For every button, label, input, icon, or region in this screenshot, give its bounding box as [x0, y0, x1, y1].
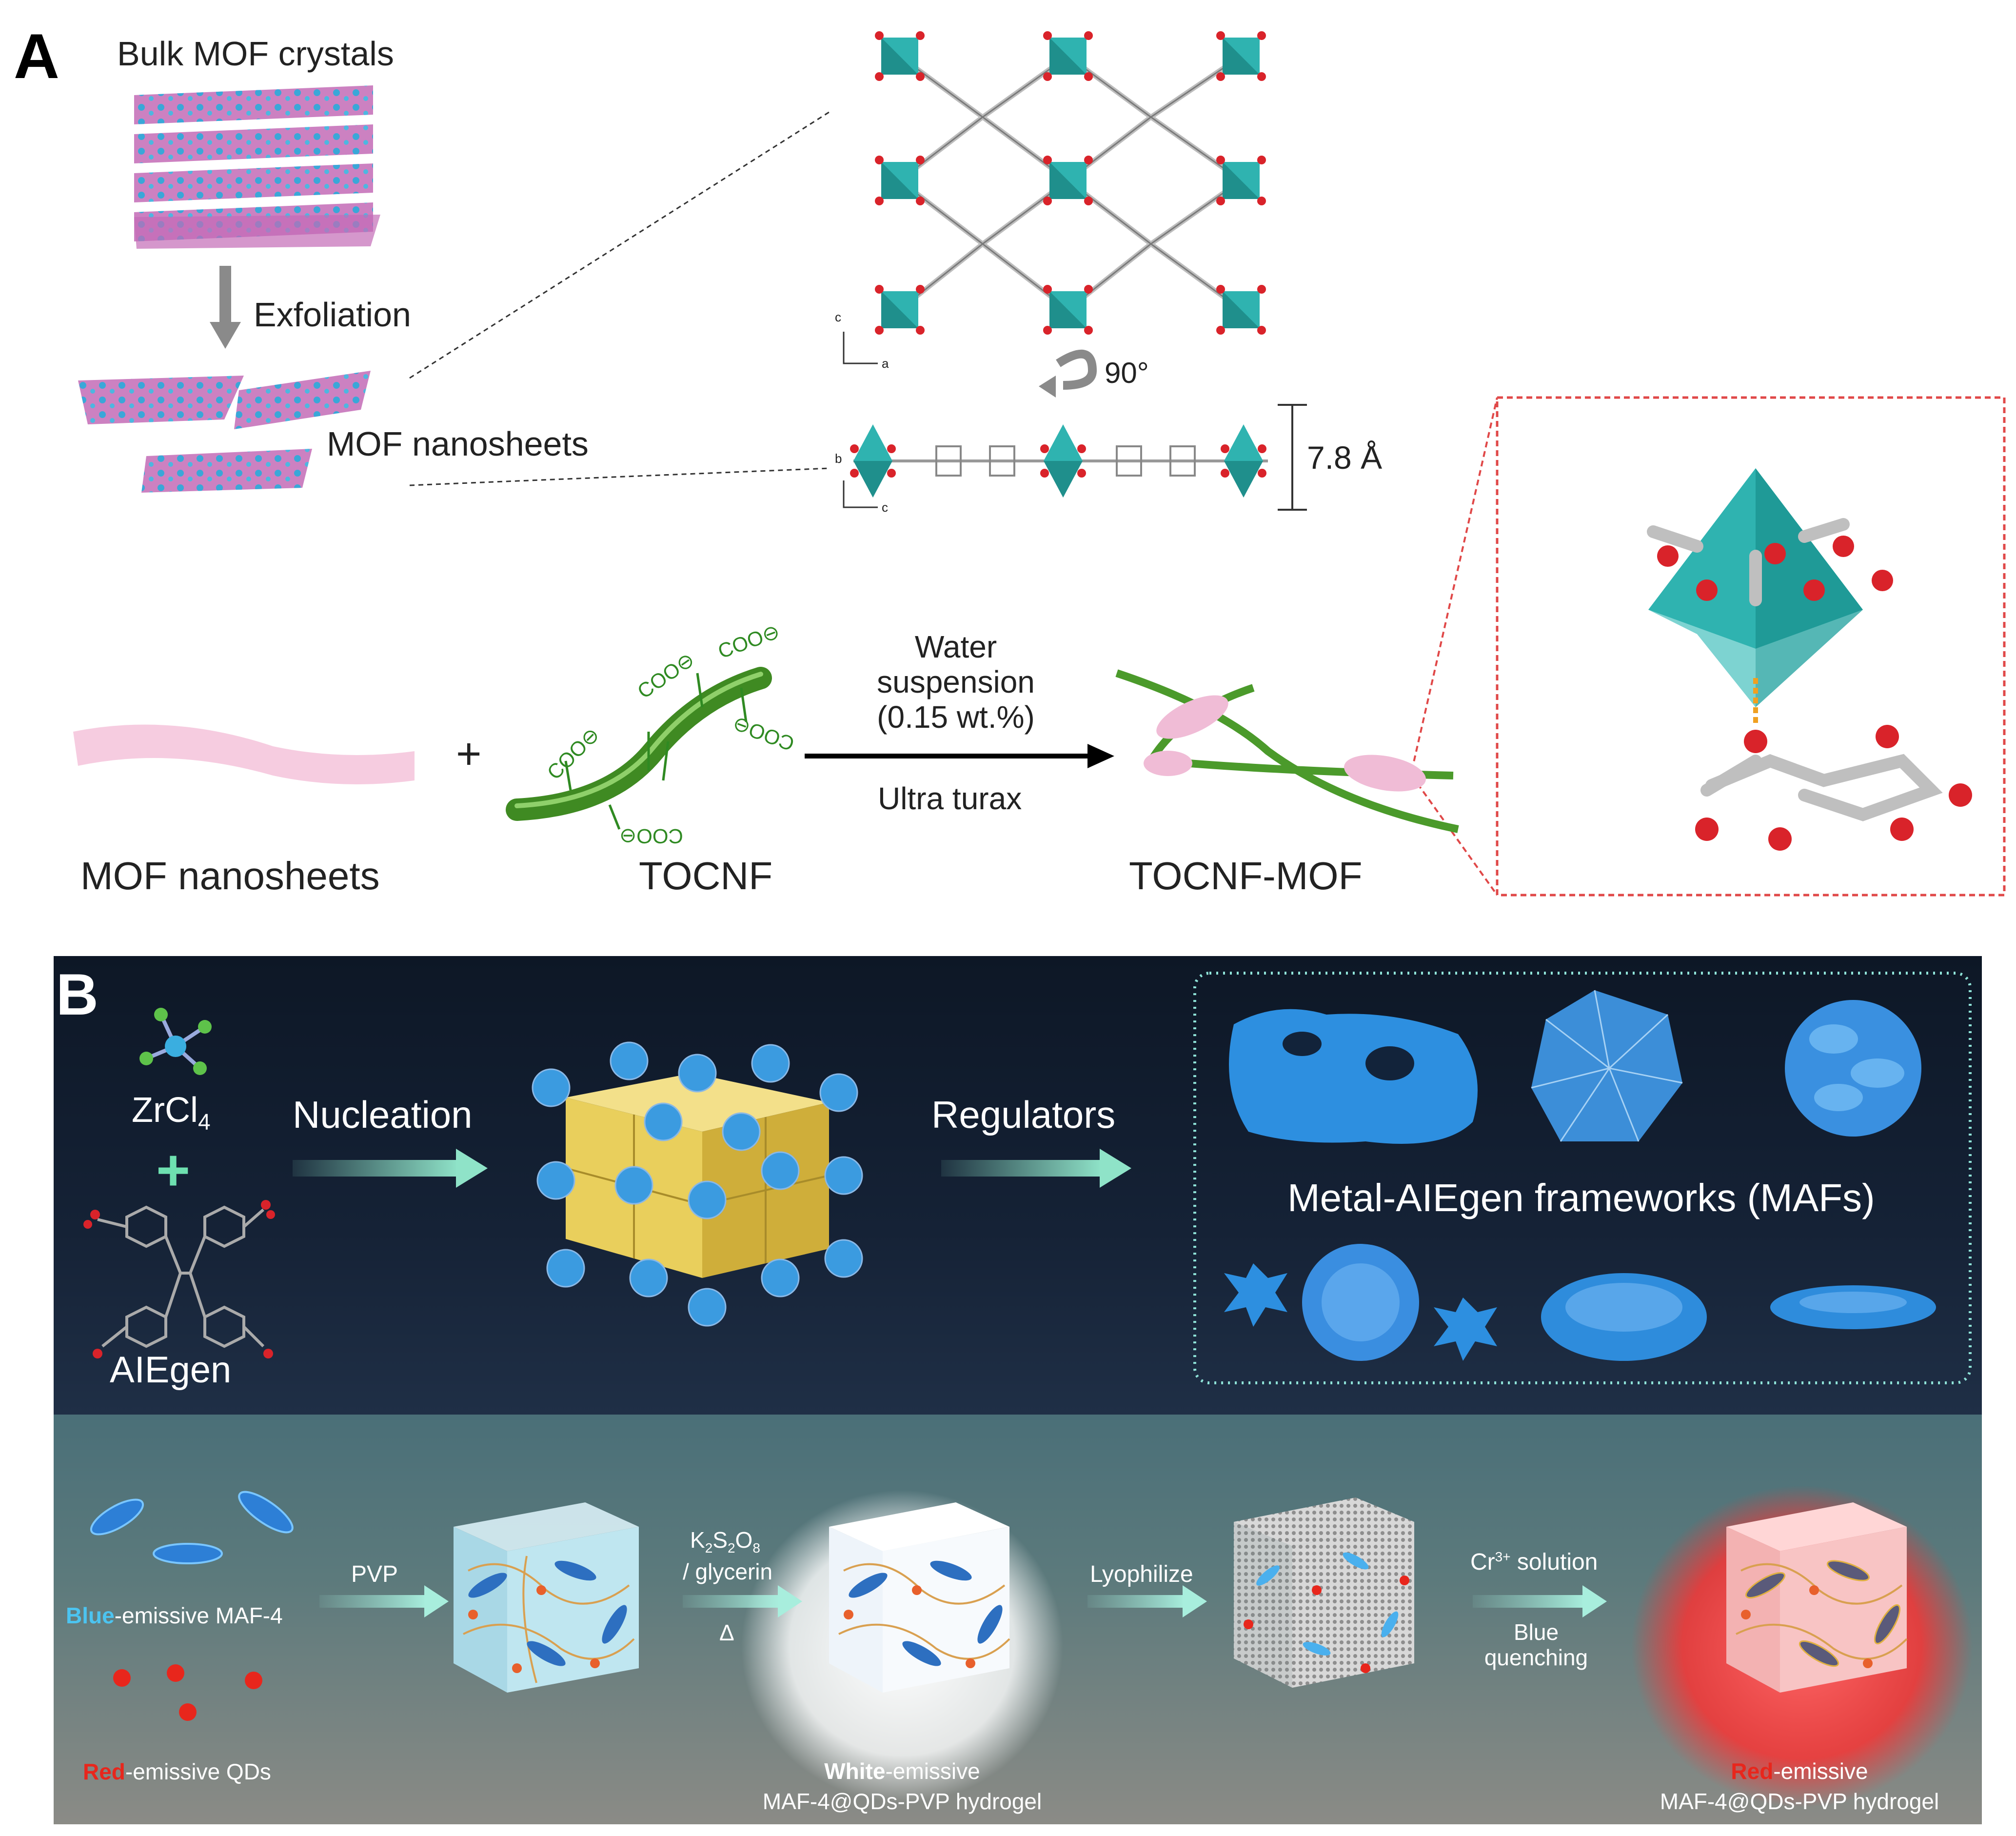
red-qds-label: Red-emissive QDs	[83, 1759, 271, 1784]
condition-line-2: suspension	[877, 664, 1035, 699]
red-product-word: Red	[1731, 1758, 1774, 1784]
condition-line-1: Water	[914, 629, 997, 664]
ultra-turax-label: Ultra turax	[878, 781, 1022, 816]
zrcl4-subscript: 4	[198, 1109, 211, 1135]
glycerin-label: / glycerin	[683, 1559, 773, 1584]
blue-maf4-label: Blue-emissive MAF-4	[66, 1603, 283, 1628]
zrcl4-label: ZrCl4	[132, 1091, 211, 1135]
cr-solution-label: Cr3+ solution	[1470, 1549, 1598, 1575]
white-product: MAF-4@QDs-PVP hydrogel	[762, 1789, 1042, 1814]
condition-line-3: (0.15 wt.%)	[877, 699, 1035, 735]
white-emissive-label: White-emissive MAF-4@QDs-PVP hydrogel	[761, 1756, 1044, 1816]
delta-label: Δ	[719, 1620, 734, 1645]
lyophilize-label: Lyophilize	[1090, 1561, 1193, 1587]
axis-side-b: b	[835, 451, 842, 466]
rotation-label: 90°	[1105, 357, 1149, 389]
tocnf-coo-1: COO⊖	[542, 722, 604, 784]
quench-line-1: Blue	[1513, 1619, 1559, 1645]
red-product: MAF-4@QDs-PVP hydrogel	[1660, 1789, 1939, 1814]
bulk-mof-label: Bulk MOF crystals	[117, 35, 394, 73]
pvp-label: PVP	[351, 1561, 398, 1587]
bottom-nanosheets-label: MOF nanosheets	[80, 854, 380, 898]
blue-quenching-label: Blue quenching	[1463, 1619, 1609, 1670]
red-emissive-label: Red-emissive MAF-4@QDs-PVP hydrogel	[1643, 1756, 1956, 1816]
aiegen-label: AIEgen	[110, 1349, 232, 1391]
quench-line-2: quenching	[1484, 1645, 1588, 1670]
tocnf-coo-4: COO⊖	[729, 712, 797, 756]
thickness-label: 7.8 Å	[1307, 439, 1383, 476]
tocnf-coo-5: COO⊖	[619, 825, 683, 848]
red-word: Red	[83, 1759, 125, 1784]
panel-a-letter: A	[14, 20, 59, 92]
axis-side-c: c	[882, 500, 888, 515]
tocnf-label: TOCNF	[639, 854, 773, 898]
reaction-conditions-top: Water suspension (0.15 wt.%)	[829, 629, 1083, 735]
nucleation-label: Nucleation	[293, 1093, 473, 1136]
tocnf-coo-2: COO⊖	[633, 647, 699, 703]
mof-nanosheets-label: MOF nanosheets	[327, 425, 589, 463]
panel-b-letter: B	[56, 962, 99, 1027]
exfoliation-label: Exfoliation	[254, 296, 411, 334]
regulators-label: Regulators	[931, 1093, 1116, 1136]
axis-top-a: a	[882, 356, 889, 371]
plus-sign-a: +	[456, 730, 482, 778]
axis-top-c: c	[835, 310, 841, 324]
white-word: White	[824, 1758, 886, 1784]
k2s2o8-label: K2S2O8	[690, 1527, 760, 1556]
blue-word: Blue	[66, 1603, 115, 1628]
mafs-label: Metal-AIEgen frameworks (MAFs)	[1287, 1176, 1875, 1219]
tocnf-mof-label: TOCNF-MOF	[1129, 854, 1363, 898]
plus-sign-b: +	[156, 1138, 191, 1203]
tocnf-coo-3: COO⊖	[714, 619, 783, 663]
